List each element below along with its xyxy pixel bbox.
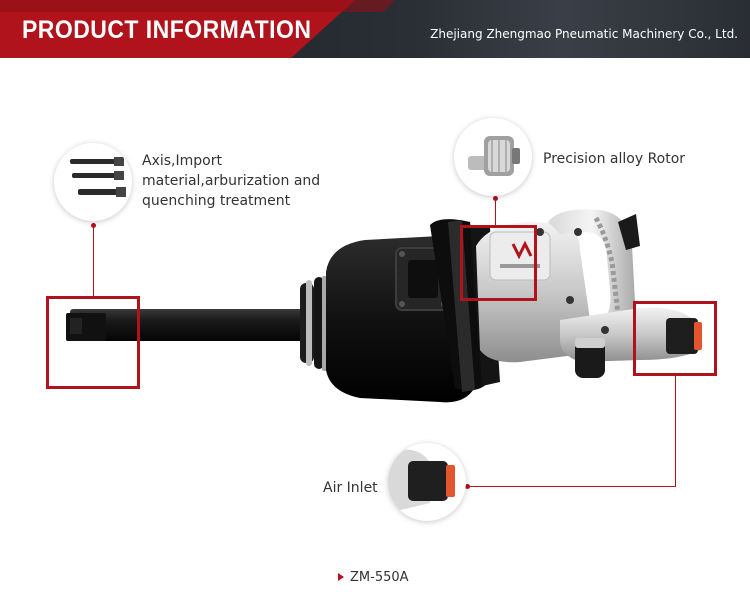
highlight-air-inlet [633, 301, 717, 376]
label-axis-line3: quenching treatment [142, 193, 291, 209]
label-axis: Axis,Import material,arburization and qu… [142, 151, 320, 211]
thumb-rotor [454, 118, 532, 196]
header-company: Zhejiang Zhengmao Pneumatic Machinery Co… [430, 27, 738, 41]
connector-dot-air-inlet [465, 484, 470, 489]
triangle-bullet-icon [338, 572, 344, 581]
connector-air-inlet-v [675, 376, 676, 486]
highlight-anvil [46, 296, 140, 389]
model-caption: ZM-550A [338, 570, 409, 585]
connector-rotor [495, 197, 496, 225]
connector-anvil [93, 226, 94, 296]
axis-bars-icon [70, 157, 126, 197]
header-title: PRODUCT INFORMATION [22, 16, 312, 44]
connector-dot-anvil [91, 223, 96, 228]
thumb-axis [54, 143, 132, 221]
label-rotor: Precision alloy Rotor [543, 151, 686, 167]
header-banner: PRODUCT INFORMATION Zhejiang Zhengmao Pn… [0, 0, 750, 58]
anvil-shaft [70, 309, 320, 341]
thumb-air-inlet [388, 443, 466, 521]
label-axis-line1: Axis,Import [142, 153, 222, 169]
rotor-icon [468, 136, 520, 176]
label-air-inlet: Air Inlet [323, 480, 378, 496]
d-handle [548, 209, 636, 344]
connector-air-inlet-h [468, 486, 676, 487]
connector-dot-rotor [493, 196, 498, 201]
header-red-accent [0, 0, 395, 12]
label-axis-line2: material,arburization and [142, 173, 321, 189]
model-number: ZM-550A [350, 570, 409, 585]
highlight-rotor [460, 225, 537, 301]
air-inlet-icon [388, 449, 455, 513]
